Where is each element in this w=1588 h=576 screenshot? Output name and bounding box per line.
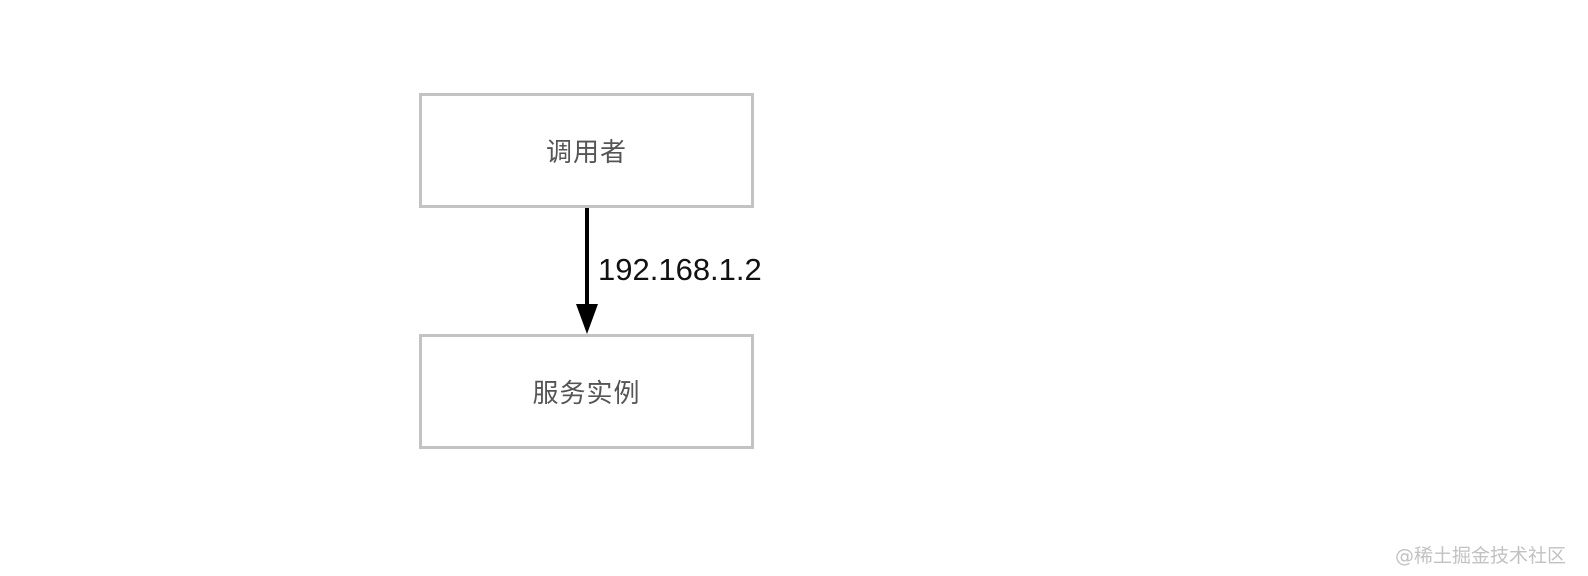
edge-arrow-head	[576, 304, 598, 334]
node-caller: 调用者	[419, 93, 754, 208]
node-service: 服务实例	[419, 334, 754, 449]
edge-label-ip: 192.168.1.2	[598, 252, 762, 287]
node-service-label: 服务实例	[532, 379, 641, 409]
watermark: @稀土掘金技术社区	[1394, 545, 1566, 567]
node-caller-label: 调用者	[545, 138, 627, 168]
